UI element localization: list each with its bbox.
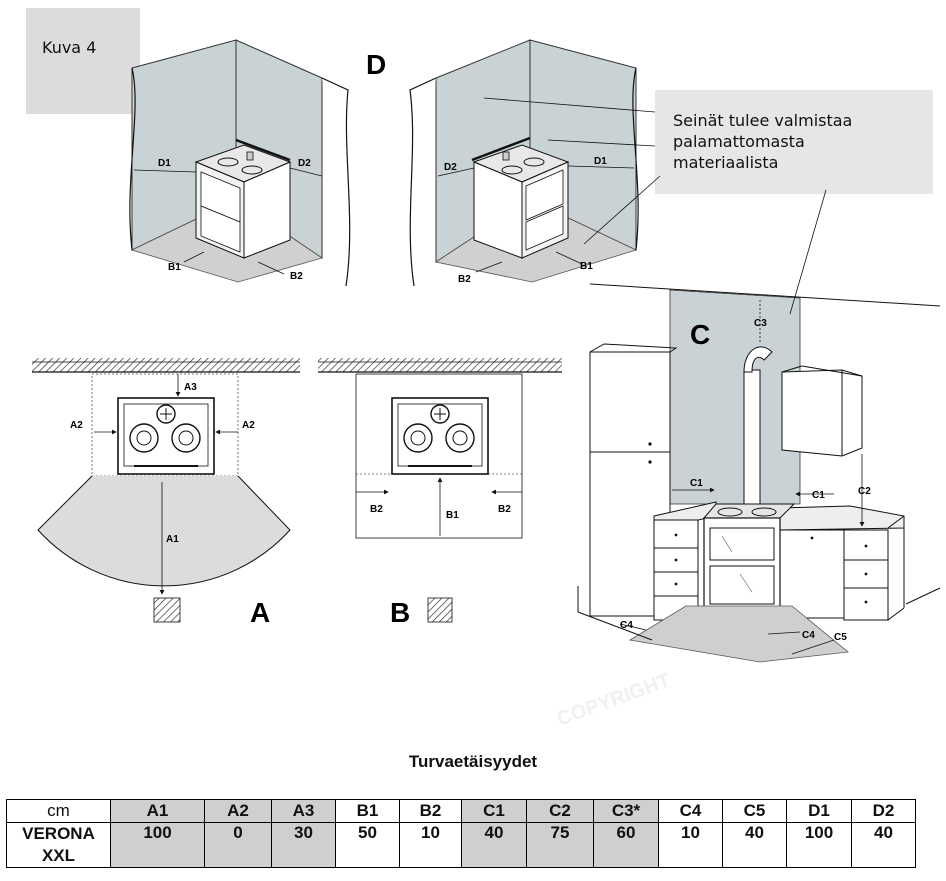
view-b-plan: B2 B1 B2 <box>318 358 562 623</box>
value-cell: 10 <box>399 822 462 868</box>
dim-b2-right: B2 <box>458 274 471 285</box>
model-name-line-1: VERONA <box>22 824 95 843</box>
dim-d2-left: D2 <box>298 158 311 169</box>
header-cell: A2 <box>204 799 272 823</box>
dim-d1-right: D1 <box>594 156 607 167</box>
dim-c4-right: C4 <box>802 630 815 641</box>
copyright-watermark: COPYRIGHT <box>554 669 673 730</box>
view-a-label: A <box>250 597 270 628</box>
view-d-right-corner: D2 D1 B2 B1 <box>409 39 661 287</box>
value-cell: 75 <box>526 822 594 868</box>
view-c-kitchen: C1 C1 C2 C3 C4 C4 C5 <box>577 189 941 663</box>
value-cell: 100 <box>110 822 205 868</box>
header-cell: C4 <box>658 799 723 823</box>
dim-c3: C3 <box>754 318 767 329</box>
dim-c5: C5 <box>834 632 847 643</box>
view-a-plan: A3 A2 A2 A1 <box>32 358 300 623</box>
dim-a2-left: A2 <box>70 420 83 431</box>
dim-c1-left: C1 <box>690 478 703 489</box>
installation-diagram: D1 D2 B1 B2 D D2 D1 B2 B1 <box>32 39 941 731</box>
header-cell: A3 <box>271 799 336 823</box>
dim-c2: C2 <box>858 486 871 497</box>
header-cell: A1 <box>110 799 205 823</box>
dim-b2-b-left: B2 <box>370 504 383 515</box>
value-cell: 0 <box>204 822 272 868</box>
view-b-label: B <box>390 597 410 628</box>
callout-line-3: materiaalista <box>673 153 779 172</box>
dim-a1: A1 <box>166 534 179 545</box>
value-cell: 40 <box>722 822 787 868</box>
dim-c1-right: C1 <box>812 490 825 501</box>
dim-b1-b: B1 <box>446 510 459 521</box>
dim-b2-b-right: B2 <box>498 504 511 515</box>
value-cell: 50 <box>335 822 400 868</box>
value-cell: 60 <box>593 822 659 868</box>
callout-line-1: Seinät tulee valmistaa <box>673 111 853 130</box>
value-cell: 30 <box>271 822 336 868</box>
dim-b2-left: B2 <box>290 271 303 282</box>
figure-label-box: Kuva 4 <box>26 8 140 114</box>
dim-d2-right: D2 <box>444 162 457 173</box>
value-cell: 40 <box>461 822 527 868</box>
header-cell: B2 <box>399 799 462 823</box>
view-d-left-corner: D1 D2 B1 B2 <box>129 39 351 287</box>
header-cell: C2 <box>526 799 594 823</box>
dim-b1-right: B1 <box>580 261 593 272</box>
figure-label: Kuva 4 <box>42 38 97 57</box>
value-cell: 100 <box>786 822 852 868</box>
material-callout: Seinät tulee valmistaa palamattomasta ma… <box>655 90 933 194</box>
value-cell: 40 <box>851 822 916 868</box>
dim-b1-left: B1 <box>168 262 181 273</box>
table-title: Turvaetäisyydet <box>408 752 538 771</box>
dim-a2-right: A2 <box>242 420 255 431</box>
header-cell: C3* <box>593 799 659 823</box>
model-name-cell: VERONA XXL <box>6 822 111 868</box>
header-cell: D2 <box>851 799 916 823</box>
value-cell: 10 <box>658 822 723 868</box>
header-cell: C1 <box>461 799 527 823</box>
header-cell: C5 <box>722 799 787 823</box>
dim-a3: A3 <box>184 382 197 393</box>
view-c-label: C <box>690 319 710 350</box>
header-unit-cell: cm <box>6 799 111 823</box>
dim-d1-left: D1 <box>158 158 171 169</box>
view-d-label: D <box>366 49 386 80</box>
model-name-line-2: XXL <box>41 846 76 865</box>
header-cell: B1 <box>335 799 400 823</box>
callout-line-2: palamattomasta <box>673 132 805 151</box>
header-cell: D1 <box>786 799 852 823</box>
dim-c4-left: C4 <box>620 620 633 631</box>
